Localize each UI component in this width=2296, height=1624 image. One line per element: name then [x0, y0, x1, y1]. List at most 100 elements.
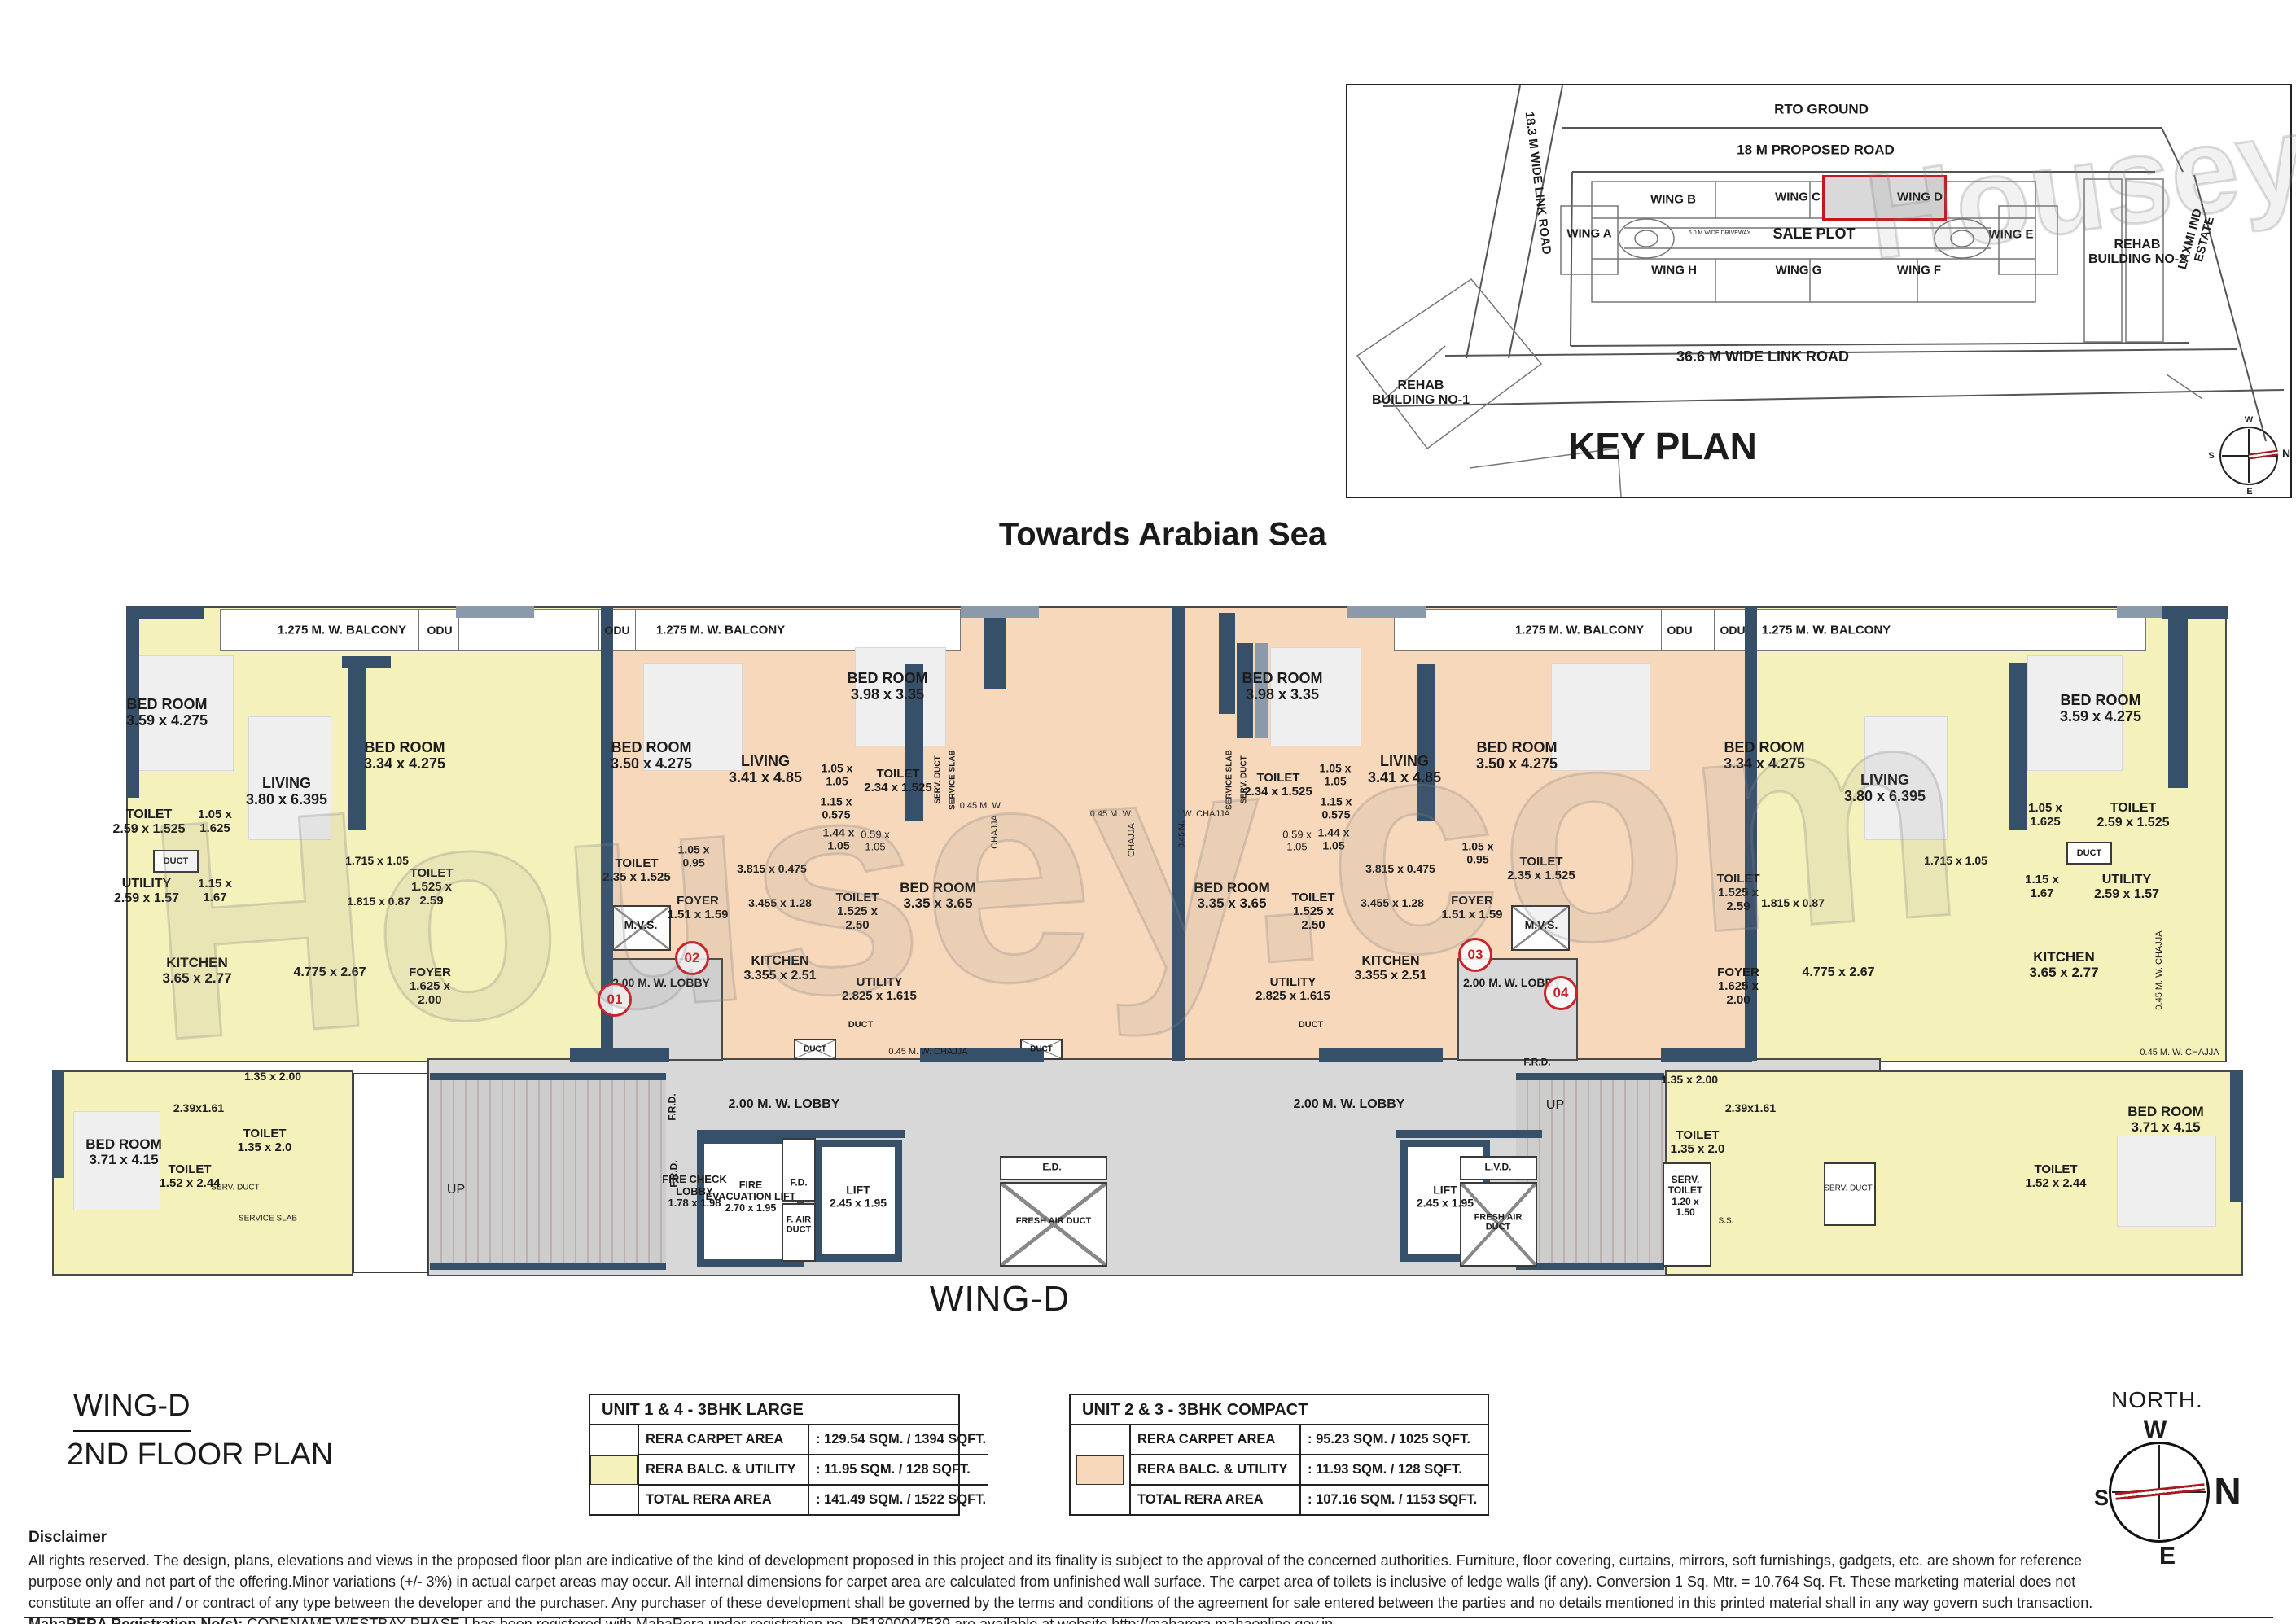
room-bedroom: BED ROOM 3.35 x 3.65: [1194, 879, 1270, 911]
staircase-right: [1516, 1073, 1664, 1270]
wall: [984, 611, 1006, 689]
dim-label: 0.59 x 1.05: [1282, 828, 1312, 852]
balcony-label: 1.275 M. W. BALCONY: [655, 623, 786, 637]
table-row: RERA BALC. & UTILITY : 11.95 SQM. / 128 …: [638, 1454, 988, 1484]
service-slab-label: SERVICE SLAB: [948, 750, 957, 810]
chajja-label: 0.45 M. W. CHAJJA: [2140, 1047, 2219, 1057]
room-duct: DUCT: [1298, 1019, 1324, 1030]
room-utility: UTILITY 2.825 x 1.615: [1255, 975, 1330, 1003]
table-row: RERA BALC. & UTILITY : 11.93 SQM. / 128 …: [1129, 1454, 1488, 1484]
duct-box: [794, 1039, 836, 1060]
table-row: TOTAL RERA AREA : 107.16 SQM. / 1153 SQF…: [1129, 1484, 1488, 1514]
fresh-air-duct: FRESH AIR DUCT: [1015, 1215, 1092, 1226]
room-bedroom: BED ROOM 3.35 x 3.65: [900, 879, 976, 911]
unit-number-02: 02: [675, 941, 709, 975]
bed-furniture: [1270, 647, 1361, 746]
table-cell-value: : 141.49 SQM. / 1522 SQFT.: [816, 1492, 987, 1507]
service-slab-label: SERVICE SLAB: [1225, 750, 1234, 810]
dim-label: 1.05 x 1.05: [1319, 761, 1352, 787]
room-bedroom: BED ROOM 3.34 x 4.275: [1723, 738, 1806, 772]
room-duct: DUCT: [1030, 1044, 1053, 1054]
room-bedroom: BED ROOM 3.50 x 4.275: [610, 738, 693, 772]
room-mvs: M.V.S.: [624, 918, 658, 932]
balcony: [1749, 609, 2146, 651]
room-mvs: M.V.S.: [1524, 918, 1558, 932]
bed-furniture: [1551, 663, 1650, 771]
unit-number-01: 01: [598, 983, 632, 1017]
room-bedroom: BED ROOM 3.59 x 4.275: [2059, 691, 2142, 724]
room-bedroom: BED ROOM 3.34 x 4.275: [363, 738, 446, 772]
rera-text: CODENAME WESTBAY PHASE I has been regist…: [243, 1616, 1338, 1624]
chajja-label: 0.45 M. W. CHAJJA: [2154, 930, 2164, 1010]
key-plan-wing-d-highlight: [1822, 175, 1947, 221]
room-living: LIVING 3.41 x 4.85: [728, 752, 803, 786]
keyplan-wing-a: WING A: [1566, 226, 1612, 241]
serv-duct-label: SERV. DUCT: [1239, 755, 1249, 804]
room-bedroom: BED ROOM 3.50 x 4.275: [1475, 738, 1558, 772]
table-cell-label: RERA CARPET AREA: [638, 1425, 809, 1454]
fresh-air-duct: FRESH AIR DUCT: [1474, 1212, 1523, 1232]
room-toilet: TOILET 1.35 x 2.0: [1670, 1128, 1725, 1156]
keyplan-driveway: 6.0 M WIDE DRIVEWAY: [1688, 230, 1751, 237]
wall: [126, 606, 139, 798]
legend-title: UNIT 2 & 3 - 3BHK COMPACT: [1071, 1395, 1488, 1425]
rera-label: MahaRERA Registration No(s):: [28, 1616, 243, 1624]
room-kitchen: KITCHEN 3.355 x 2.51: [1354, 954, 1427, 983]
room-bedroom: BED ROOM 3.71 x 4.15: [85, 1136, 162, 1167]
bed-furniture: [855, 647, 946, 746]
dim-label: 1.815 x 0.87: [1761, 896, 1825, 910]
mvs-box: [1511, 905, 1570, 951]
disclaimer-line: constitute an offer and / or contract of…: [28, 1595, 2093, 1611]
service-slab-label: SERVICE SLAB: [238, 1214, 298, 1223]
unit-number-03: 03: [1458, 938, 1492, 972]
f-air-duct: F. AIR DUCT: [786, 1215, 812, 1235]
lobby-label: 2.00 M. W. LOBBY: [728, 1097, 840, 1112]
dim-label: 3.815 x 0.475: [737, 862, 807, 876]
wall: [348, 663, 366, 830]
dim-label: 1.715 x 1.05: [345, 854, 409, 868]
wall: [456, 606, 534, 618]
room-utility: UTILITY 2.59 x 1.57: [113, 877, 180, 905]
keyplan-wing-b: WING B: [1650, 192, 1696, 207]
wall: [961, 606, 1039, 618]
room-toilet: TOILET 2.59 x 1.525: [2097, 801, 2170, 830]
room-toilet: TOILET 1.52 x 2.44: [159, 1162, 221, 1190]
serv-toilet: SERV. TOILET 1.20 x 1.50: [1667, 1174, 1703, 1219]
keyplan-compass-n: N: [2281, 447, 2291, 461]
dim-label: 1.15 x 0.575: [820, 794, 852, 821]
room-utility: UTILITY 2.59 x 1.57: [2093, 873, 2160, 901]
legend-swatch-large: [590, 1455, 638, 1485]
room-toilet: TOILET 2.34 x 1.525: [864, 767, 932, 794]
chajja-label: 0.45 M. W.: [1089, 808, 1133, 819]
balcony-label: 1.275 M. W. BALCONY: [1514, 623, 1645, 637]
room-duct: DUCT: [163, 856, 189, 866]
room-toilet: TOILET 1.525 x 2.59: [410, 865, 454, 908]
north-label: NORTH.: [2111, 1387, 2203, 1412]
sofa-furniture: [248, 716, 331, 840]
wall: [1172, 606, 1185, 1061]
dim-label: 1.05 x 1.625: [2028, 801, 2062, 829]
room-utility: UTILITY 2.825 x 1.615: [842, 975, 917, 1003]
wall: [570, 1048, 669, 1062]
room-toilet: TOILET 2.34 x 1.525: [1244, 771, 1312, 799]
table-row: RERA CARPET AREA : 129.54 SQM. / 1394 SQ…: [638, 1425, 988, 1454]
odu-label: ODU: [427, 624, 453, 637]
keyplan-proposed-road: 18 M PROPOSED ROAD: [1737, 142, 1895, 158]
room-kitchen: KITCHEN 3.355 x 2.51: [743, 954, 817, 983]
dim-label: 1.35 x 2.00: [1660, 1073, 1719, 1087]
serv-duct-label: SERV. DUCT: [933, 755, 943, 804]
dim-label: 4.775 x 2.67: [293, 965, 366, 980]
wall: [920, 1048, 1044, 1062]
dim-label: 2.39x1.61: [173, 1101, 225, 1115]
bottom-rule: [24, 1617, 2273, 1618]
wall: [2230, 1070, 2243, 1202]
ss-label: S.S.: [1718, 1216, 1734, 1226]
keyplan-rehab-1: REHAB BUILDING NO-1: [1372, 379, 1470, 407]
wall: [1219, 613, 1235, 714]
room-bedroom: BED ROOM 3.71 x 4.15: [2127, 1103, 2204, 1135]
stairs-up-label: UP: [446, 1183, 466, 1197]
north-compass: [2109, 1442, 2210, 1543]
table-row: RERA CARPET AREA : 95.23 SQM. / 1025 SQF…: [1129, 1425, 1488, 1454]
chajja-label: 0.45 M. W. CHAJJA: [888, 1046, 968, 1057]
ed-label: E.D.: [1042, 1161, 1062, 1173]
